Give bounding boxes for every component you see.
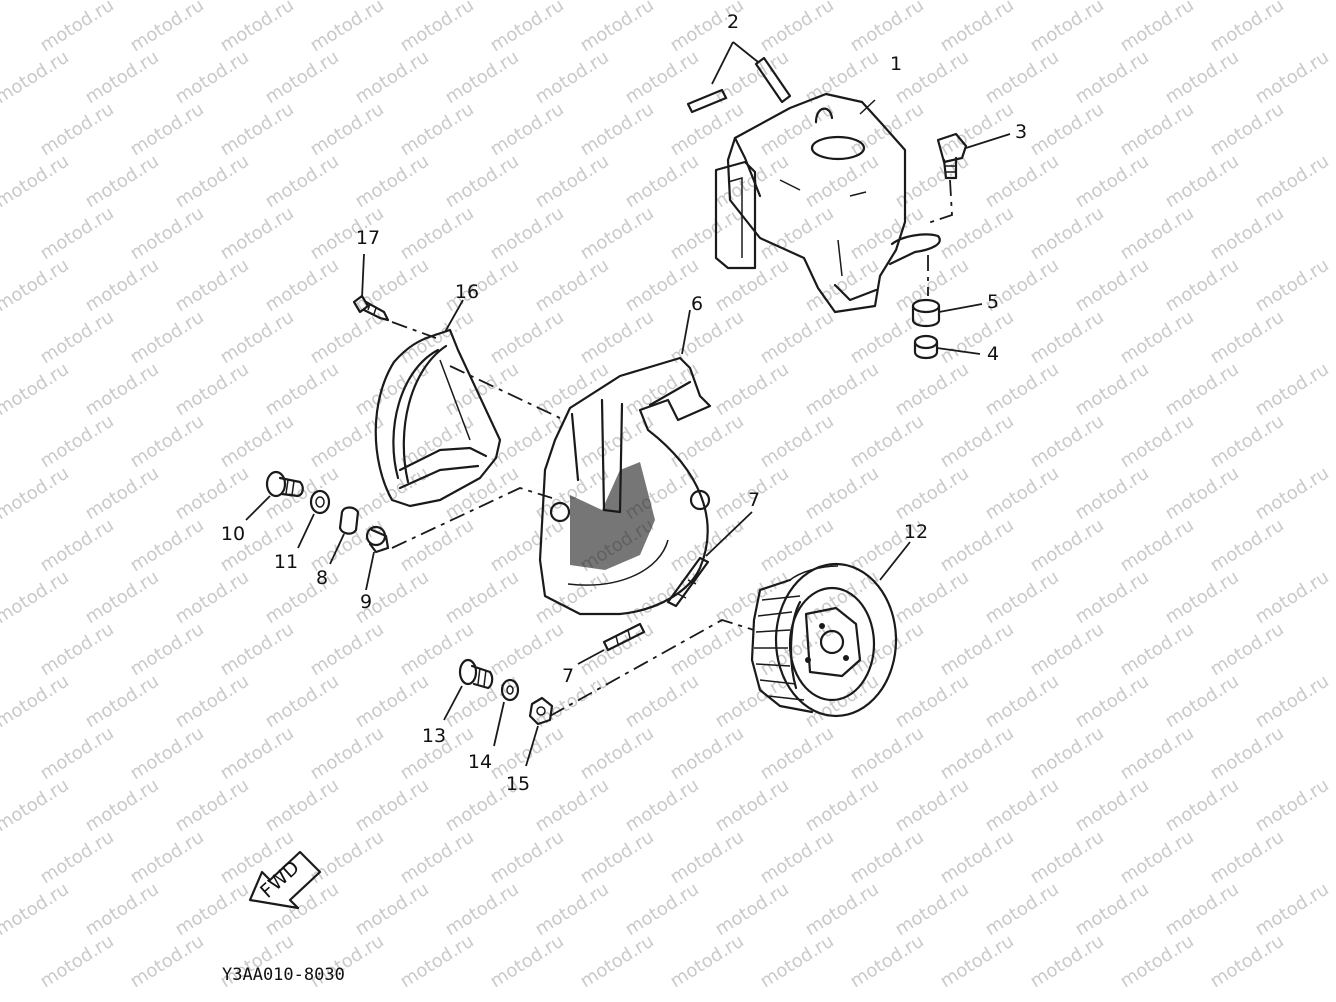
label-1: 1 bbox=[890, 53, 902, 75]
label-9: 9 bbox=[360, 591, 372, 613]
label-10: 10 bbox=[221, 523, 245, 545]
label-6: 6 bbox=[691, 293, 703, 315]
part-17-screw bbox=[352, 253, 561, 419]
label-2: 2 bbox=[727, 11, 739, 33]
fwd-label: FWD bbox=[256, 857, 304, 903]
label-13: 13 bbox=[422, 725, 446, 747]
label-17: 17 bbox=[356, 227, 380, 249]
part-12-flywheel bbox=[549, 541, 911, 718]
part-2-pins bbox=[686, 41, 792, 114]
label-14: 14 bbox=[468, 751, 492, 773]
part-10-bolt bbox=[245, 470, 304, 521]
drawing-code: Y3AA010-8030 bbox=[222, 965, 345, 985]
fwd-arrow-icon: FWD bbox=[248, 850, 322, 910]
label-7b: 7 bbox=[562, 665, 574, 687]
part-6-cylinder-cover bbox=[538, 309, 712, 616]
label-12: 12 bbox=[904, 521, 928, 543]
part-5-grommet bbox=[911, 255, 983, 328]
label-5: 5 bbox=[987, 291, 999, 313]
part-1-shroud bbox=[714, 92, 941, 314]
part-8-collar bbox=[329, 506, 360, 565]
label-3: 3 bbox=[1015, 121, 1027, 143]
label-4: 4 bbox=[987, 343, 999, 365]
part-15-nut bbox=[525, 696, 554, 767]
label-16: 16 bbox=[455, 281, 479, 303]
part-14-washer bbox=[493, 678, 520, 747]
part-3-bolt bbox=[924, 132, 1011, 225]
part-4-collar bbox=[913, 334, 981, 360]
label-15: 15 bbox=[506, 773, 530, 795]
part-16-starter-case bbox=[374, 299, 502, 508]
label-8: 8 bbox=[316, 567, 328, 589]
label-11: 11 bbox=[274, 551, 298, 573]
part-9-grommet bbox=[365, 487, 553, 591]
part-7-pins bbox=[577, 511, 753, 665]
label-7a: 7 bbox=[748, 489, 760, 511]
part-13-bolt bbox=[443, 658, 494, 721]
part-11-washer bbox=[297, 489, 331, 549]
